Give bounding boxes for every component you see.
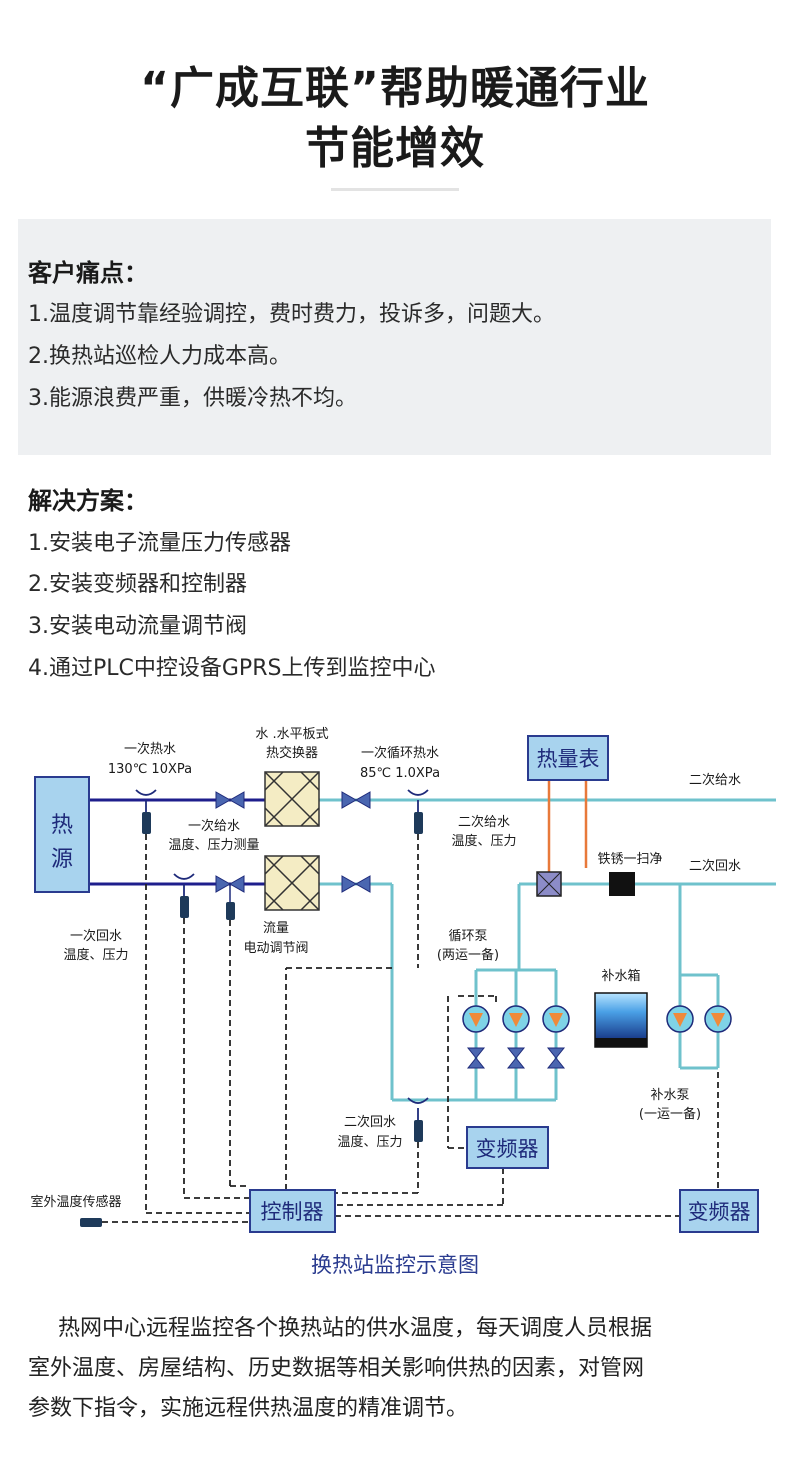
solution-heading: 解决方案： bbox=[28, 487, 148, 515]
secondary-return-label: 二次回水 bbox=[689, 858, 741, 874]
heat-station-diagram: 热 源 热量表 bbox=[30, 727, 776, 1233]
inverter-label: 变频器 bbox=[476, 1137, 539, 1161]
sensor-icons bbox=[135, 789, 429, 1120]
secondary-return-tp-label: 温度、压力 bbox=[337, 1134, 402, 1150]
page-title-line1: “广成互联”帮助暖通行业 bbox=[140, 63, 650, 114]
plate-heat-exchanger-bottom bbox=[264, 855, 320, 911]
heat-meter-label: 热量表 bbox=[537, 747, 600, 771]
flow-meter-element bbox=[536, 871, 562, 897]
secondary-return-tp-label: 二次回水 bbox=[344, 1114, 396, 1130]
inverter2-box bbox=[679, 1189, 759, 1233]
controller-label: 控制器 bbox=[261, 1200, 324, 1224]
exchanger-label: 水 .水平板式 bbox=[255, 727, 328, 742]
heat-source-label: 源 bbox=[51, 847, 73, 872]
pump-check-valves bbox=[466, 1047, 566, 1069]
secondary-circ-label: 一次循环热水 bbox=[361, 745, 439, 761]
control-wiring bbox=[102, 834, 719, 1223]
circ-pump-label: 循环泵 bbox=[448, 929, 487, 944]
heat-meter-box bbox=[527, 735, 609, 781]
primary-hot-params: 130℃ 10XPa bbox=[108, 762, 192, 777]
circulation-pumps bbox=[462, 1005, 570, 1033]
description-line: 室外温度、房屋结构、历史数据等相关影响供热的因素，对管网 bbox=[28, 1356, 645, 1381]
plate-heat-exchanger-top bbox=[264, 771, 320, 827]
secondary-circ-params: 85℃ 1.0XPa bbox=[360, 766, 440, 781]
rust-clean-label: 铁锈一扫净 bbox=[597, 852, 662, 867]
valve-icons bbox=[215, 791, 371, 893]
inverter-box bbox=[466, 1126, 549, 1169]
description-line: 参数下指令，实施远程供热温度的精准调节。 bbox=[28, 1396, 469, 1421]
secondary-supply-tp-label: 温度、压力 bbox=[451, 833, 516, 849]
heat-source-box bbox=[34, 776, 90, 893]
solution-item: 4.通过PLC中控设备GPRS上传到监控中心 bbox=[28, 656, 436, 681]
primary-supply-label: 一次给水 bbox=[188, 818, 240, 834]
circ-pump-label: (两运一备) bbox=[437, 947, 499, 963]
pain-point-item: 2.换热站巡检人力成本高。 bbox=[28, 344, 291, 369]
diagram-labels: 一次热水 130℃ 10XPa 水 .水平板式 热交换器 一次循环热水 85℃ … bbox=[30, 727, 741, 1210]
secondary-pipes bbox=[319, 798, 776, 1102]
description-line: 热网中心远程监控各个换热站的供水温度，每天调度人员根据 bbox=[58, 1316, 653, 1341]
solution-item: 1.安装电子流量压力传感器 bbox=[28, 531, 291, 556]
heat-meter-signal-lines bbox=[547, 780, 588, 872]
primary-return-label: 一次回水 bbox=[70, 928, 122, 944]
heat-source-label: 热 bbox=[51, 813, 73, 838]
title-divider bbox=[331, 188, 459, 191]
inverter2-label: 变频器 bbox=[688, 1200, 751, 1224]
outdoor-sensor-label: 室外温度传感器 bbox=[30, 1194, 121, 1210]
flow-valve-label: 电动调节阀 bbox=[243, 941, 308, 956]
pain-points-heading: 客户痛点： bbox=[28, 259, 148, 287]
makeup-pump-label: (一运一备) bbox=[639, 1106, 701, 1122]
diagram-caption: 换热站监控示意图 bbox=[311, 1253, 479, 1277]
page-title-line2: 节能增效 bbox=[305, 123, 485, 174]
secondary-supply-tp-label: 二次给水 bbox=[458, 814, 510, 830]
solution-item: 2.安装变频器和控制器 bbox=[28, 572, 247, 597]
rust-cleaner-device bbox=[609, 872, 635, 896]
exchanger-label: 热交换器 bbox=[266, 745, 318, 761]
primary-hot-label: 一次热水 bbox=[124, 741, 176, 757]
makeup-pumps bbox=[666, 1005, 732, 1033]
primary-supply-label: 温度、压力测量 bbox=[168, 837, 259, 853]
pain-point-item: 3.能源浪费严重，供暖冷热不均。 bbox=[28, 386, 357, 411]
sensor-probes bbox=[80, 812, 423, 1227]
pain-points-panel bbox=[18, 219, 771, 455]
makeup-pump-label: 补水泵 bbox=[650, 1088, 689, 1103]
controller-box bbox=[249, 1189, 336, 1233]
makeup-tank-label: 补水箱 bbox=[601, 968, 640, 984]
solution-item: 3.安装电动流量调节阀 bbox=[28, 614, 247, 639]
pain-point-item: 1.温度调节靠经验调控，费时费力，投诉多，问题大。 bbox=[28, 302, 555, 327]
flow-valve-label: 流量 bbox=[263, 921, 289, 936]
primary-return-label: 温度、压力 bbox=[63, 947, 128, 963]
secondary-supply-label: 二次给水 bbox=[689, 772, 741, 788]
